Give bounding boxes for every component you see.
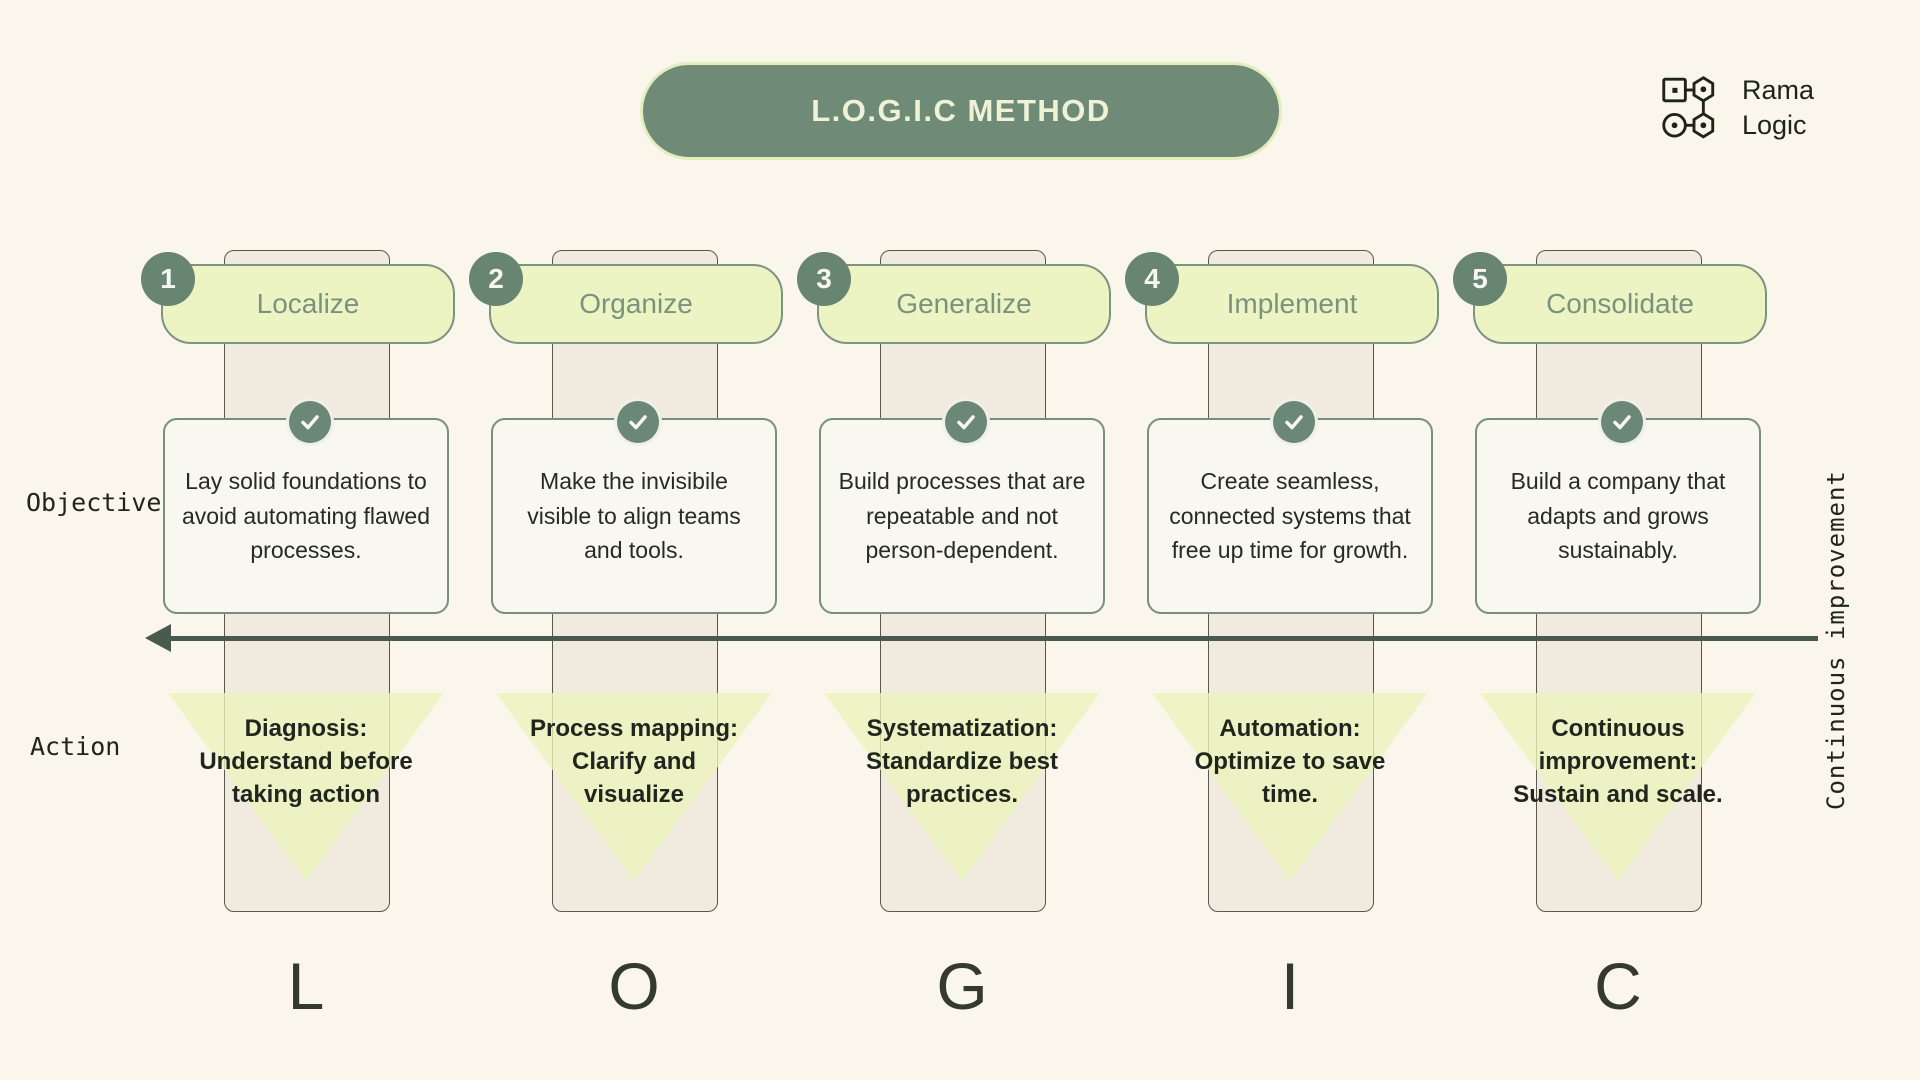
- action-row-label: Action: [30, 732, 121, 761]
- stage-number-badge: 5: [1453, 252, 1507, 306]
- method-column-implement: Implement 4 Automation: Optimize to save…: [1125, 0, 1455, 1080]
- check-icon: [1598, 398, 1646, 446]
- stage-letter: O: [608, 949, 660, 1023]
- stage-number: 1: [160, 263, 176, 294]
- objective-card: Build a company that adapts and grows su…: [1475, 418, 1761, 614]
- title-pill: L.O.G.I.C METHOD: [640, 62, 1282, 160]
- stage-number: 5: [1472, 263, 1488, 294]
- objective-card: Build processes that are repeatable and …: [819, 418, 1105, 614]
- stage-number-badge: 4: [1125, 252, 1179, 306]
- page-title: L.O.G.I.C METHOD: [811, 93, 1111, 128]
- action-text: Diagnosis: Understand before taking acti…: [199, 715, 413, 809]
- check-icon: [942, 398, 990, 446]
- method-column-organize: Organize 2 Process mapping: Clarify and …: [469, 0, 799, 1080]
- logo-icon: [1658, 72, 1730, 144]
- stage-number: 2: [488, 263, 504, 294]
- objective-card: Make the invisibile visible to align tea…: [491, 418, 777, 614]
- stage-number: 3: [816, 263, 832, 294]
- stage-title-pill: Organize: [489, 264, 783, 344]
- objective-row-label: Objective: [26, 488, 162, 517]
- logo-line2: Logic: [1742, 110, 1807, 140]
- action-triangle: [1480, 693, 1756, 881]
- stage-title-pill: Implement: [1145, 264, 1439, 344]
- continuous-improvement-caption: Continuous improvement: [1822, 470, 1850, 810]
- check-icon: [614, 398, 662, 446]
- logo-text: Rama Logic: [1742, 73, 1814, 143]
- timeline-arrow-head-icon: [145, 624, 171, 652]
- check-icon: [286, 398, 334, 446]
- stage-number-badge: 2: [469, 252, 523, 306]
- stage-title-pill: Generalize: [817, 264, 1111, 344]
- method-column-consolidate: Consolidate 5 Continuous improvement: Su…: [1453, 0, 1783, 1080]
- objective-card: Create seamless, connected systems that …: [1147, 418, 1433, 614]
- stage-title: Consolidate: [1546, 288, 1694, 319]
- stage-title-pill: Consolidate: [1473, 264, 1767, 344]
- action-triangle: [824, 693, 1100, 881]
- action-triangle: [496, 693, 772, 881]
- objective-text: Make the invisibile visible to align tea…: [527, 468, 741, 564]
- check-icon: [1270, 398, 1318, 446]
- objective-text: Build a company that adapts and grows su…: [1510, 468, 1726, 564]
- action-text: Automation: Optimize to save time.: [1194, 715, 1386, 809]
- stage-number: 4: [1144, 263, 1160, 294]
- stage-title-pill: Localize: [161, 264, 455, 344]
- action-text: Process mapping: Clarify and visualize: [529, 715, 739, 809]
- stage-number-badge: 3: [797, 252, 851, 306]
- objective-text: Lay solid foundations to avoid automatin…: [181, 468, 431, 564]
- stage-title: Organize: [579, 288, 693, 319]
- stage-title: Localize: [256, 288, 360, 319]
- timeline-arrow-line: [150, 636, 1818, 641]
- stage-title: Generalize: [896, 288, 1032, 319]
- stage-letter: I: [1280, 949, 1300, 1023]
- action-text: Systematization: Standardize best practi…: [865, 715, 1059, 809]
- logo-line1: Rama: [1742, 74, 1815, 105]
- stage-letter: C: [1594, 949, 1642, 1023]
- action-triangle: [1152, 693, 1428, 881]
- stage-letter: L: [287, 949, 325, 1023]
- action-text: Continuous improvement: Sustain and scal…: [1513, 715, 1723, 809]
- objective-text: Build processes that are repeatable and …: [838, 468, 1086, 564]
- stage-title: Implement: [1226, 288, 1358, 319]
- action-triangle: [168, 693, 444, 881]
- stage-letter: G: [936, 949, 988, 1023]
- method-column-generalize: Generalize 3 Systematization: Standardiz…: [797, 0, 1127, 1080]
- method-column-localize: Localize 1 Diagnosis: Understand before …: [141, 0, 471, 1080]
- stage-number-badge: 1: [141, 252, 195, 306]
- brand-logo: Rama Logic: [1658, 72, 1814, 144]
- objective-text: Create seamless, connected systems that …: [1169, 468, 1411, 564]
- objective-card: Lay solid foundations to avoid automatin…: [163, 418, 449, 614]
